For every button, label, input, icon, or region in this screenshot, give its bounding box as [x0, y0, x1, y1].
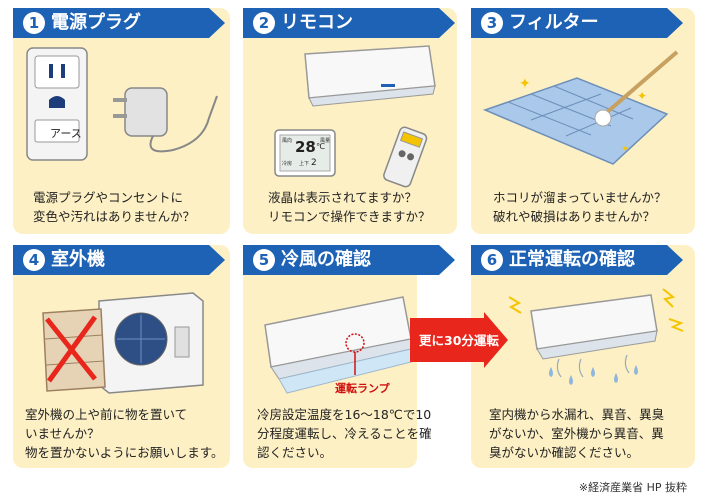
card-description: 液晶は表示されてますか？ リモコンで操作できますか？ [268, 190, 431, 224]
remote-extra: 2 [311, 158, 317, 168]
card-description: ホコリが溜まっていませんか？ 破れや破損はありませんか？ [493, 190, 667, 224]
remote-temp: 28 [295, 138, 316, 156]
svg-text:✦: ✦ [519, 76, 531, 92]
card-header: 6 正常運転の確認 [471, 245, 683, 275]
step-number: 2 [253, 12, 275, 34]
water-leak-noise-illustration [508, 288, 684, 385]
remote-unit: ℃ [316, 142, 325, 151]
card-title: 冷風の確認 [281, 249, 371, 270]
card-normal-operation-check: 6 正常運転の確認 室内機から水漏れ、異音、異臭 がないか、室外機から異音、異 … [471, 245, 695, 468]
card-title: 室外機 [51, 249, 105, 270]
svg-text:✦: ✦ [637, 89, 647, 103]
remote-mode1: 風向 [282, 138, 293, 144]
card-outdoor-unit: 4 室外機 室外機の上や前に物を置いて いませんか？ 物を置かないようにお願いし… [13, 245, 230, 468]
red-arrow-icon [410, 312, 508, 368]
card-description: 室外機の上や前に物を置いて いませんか？ 物を置かないようにお願いします。 [25, 407, 224, 460]
card-title: 正常運転の確認 [509, 249, 635, 270]
step-number: 1 [23, 12, 45, 34]
card-remote: 2 リモコン 28 ℃ 風向 風量 冷房 上下 2 液晶は表示されてますか？ リ… [243, 8, 457, 234]
outlet-label: アース [50, 127, 82, 140]
filter-cleaning-illustration: ✦ ✦ ✦ [482, 50, 679, 165]
indoor-unit-lamp-illustration [264, 296, 416, 394]
remote-mode4: 上下 [299, 161, 310, 167]
power-outlet-illustration [26, 47, 218, 161]
card-description: 電源プラグやコンセントに 変色や汚れはありませんか？ [33, 190, 196, 224]
remote-mode3: 冷房 [282, 161, 293, 167]
card-power-plug: 1 電源プラグ アース 電源プラグやコンセントに 変色や汚れはありませんか？ [13, 8, 230, 234]
card-description: 冷房設定温度を16～18℃で10 分程度運転し、冷えることを確 認ください。 [257, 407, 432, 460]
step-number: 4 [23, 249, 45, 271]
card-title: リモコン [281, 12, 353, 33]
source-footnote: ※経済産業省 HP 抜粋 [578, 481, 687, 494]
card-header: 4 室外機 [13, 245, 225, 275]
card-title: 電源プラグ [51, 12, 141, 33]
card-title: フィルター [509, 12, 599, 33]
card-header: 5 冷風の確認 [243, 245, 455, 275]
step-number: 6 [481, 249, 503, 271]
step-number: 3 [481, 12, 503, 34]
card-header: 2 リモコン [243, 8, 455, 38]
aircon-remote-illustration [274, 45, 436, 188]
card-header: 3 フィルター [471, 8, 683, 38]
lamp-label: 運転ランプ [335, 382, 390, 395]
step-number: 5 [253, 249, 275, 271]
card-cold-air-check: 5 冷風の確認 冷房設定温度を16～18℃で10 分程度運転し、冷えることを確 … [243, 245, 455, 468]
card-description: 室内機から水漏れ、異音、異臭 がないか、室外機から異音、異 臭がないか確認くださ… [489, 407, 665, 460]
svg-text:✦: ✦ [621, 144, 629, 155]
card-header: 1 電源プラグ [13, 8, 225, 38]
arrow-label: 更に30分運転 [419, 333, 499, 348]
remote-mode2: 風量 [320, 138, 331, 144]
outdoor-unit-illustration [42, 292, 204, 394]
card-filter: 3 フィルター ✦ ✦ ✦ ホコリが溜まっていませんか？ 破れや破損はありません… [471, 8, 695, 234]
